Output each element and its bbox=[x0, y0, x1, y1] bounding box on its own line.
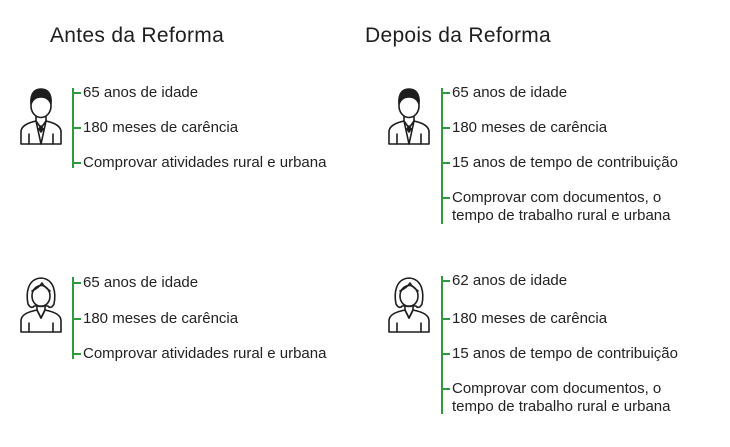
list-item: 65 anos de idade bbox=[72, 274, 199, 292]
list-item: 180 meses de carência bbox=[72, 119, 239, 137]
list-item: 15 anos de tempo de contribuição bbox=[441, 345, 678, 363]
list-item: 15 anos de tempo de contribuição bbox=[441, 154, 678, 172]
item-text: 180 meses de carência bbox=[452, 310, 608, 327]
item-text-continued: tempo de trabalho rural e urbana bbox=[452, 207, 671, 224]
item-text: Comprovar com documentos, o bbox=[452, 380, 662, 397]
item-text: Comprovar atividades rural e urbana bbox=[83, 345, 327, 362]
list-item: 65 anos de idade bbox=[72, 84, 199, 102]
list-item: Comprovar atividades rural e urbana bbox=[72, 345, 327, 363]
male-person-icon bbox=[386, 86, 432, 148]
tick bbox=[72, 127, 81, 129]
list-item: 65 anos de idade bbox=[441, 84, 568, 102]
tick bbox=[72, 92, 81, 94]
item-text: 15 anos de tempo de contribuição bbox=[452, 345, 678, 362]
item-text: 65 anos de idade bbox=[452, 84, 568, 101]
tick bbox=[72, 318, 81, 320]
tick bbox=[441, 162, 450, 164]
column-title-after: Depois da Reforma bbox=[365, 24, 552, 47]
item-text: 65 anos de idade bbox=[83, 274, 199, 291]
tick bbox=[441, 127, 450, 129]
tick bbox=[441, 280, 450, 282]
tick bbox=[441, 388, 450, 390]
item-text: 180 meses de carência bbox=[452, 119, 608, 136]
item-text: Comprovar atividades rural e urbana bbox=[83, 154, 327, 171]
male-person-icon bbox=[18, 86, 64, 148]
female-person-icon bbox=[18, 274, 64, 336]
tick bbox=[441, 197, 450, 199]
item-text: 65 anos de idade bbox=[83, 84, 199, 101]
item-text: 180 meses de carência bbox=[83, 119, 239, 136]
tick bbox=[441, 92, 450, 94]
tick bbox=[72, 353, 81, 355]
item-text-continued: tempo de trabalho rural e urbana bbox=[452, 398, 671, 415]
list-item: 62 anos de idade bbox=[441, 272, 568, 290]
list-item: 180 meses de carência bbox=[72, 310, 239, 328]
tick bbox=[72, 282, 81, 284]
group-connector-line bbox=[441, 276, 443, 414]
list-item: 180 meses de carência bbox=[441, 119, 608, 137]
item-text: 180 meses de carência bbox=[83, 310, 239, 327]
group-connector-line bbox=[441, 88, 443, 224]
item-text: 62 anos de idade bbox=[452, 272, 568, 289]
item-text: Comprovar com documentos, o bbox=[452, 189, 662, 206]
column-title-before: Antes da Reforma bbox=[50, 24, 225, 47]
tick bbox=[441, 353, 450, 355]
item-text: 15 anos de tempo de contribuição bbox=[452, 154, 678, 171]
tick bbox=[441, 318, 450, 320]
tick bbox=[72, 162, 81, 164]
list-item: Comprovar atividades rural e urbana bbox=[72, 154, 327, 172]
list-item: 180 meses de carência bbox=[441, 310, 608, 328]
female-person-icon bbox=[386, 274, 432, 336]
